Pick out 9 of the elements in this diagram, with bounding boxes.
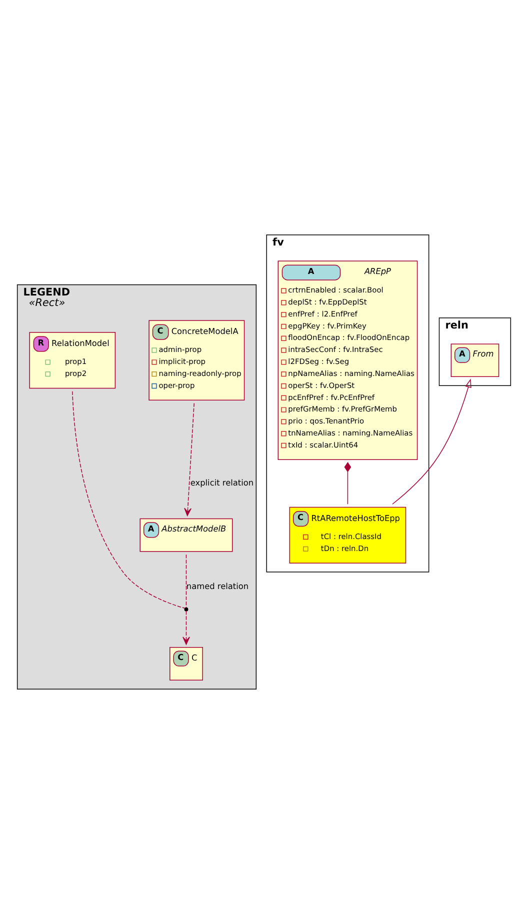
arrow: [184, 402, 194, 516]
connector: [344, 462, 352, 504]
arrow: [182, 610, 190, 645]
edge-label: named relation: [186, 580, 249, 591]
connector: [186, 554, 187, 608]
edge-label: explicit relation: [190, 478, 254, 488]
arrow: [392, 378, 472, 504]
connector: [72, 391, 186, 609]
node-circle: [184, 607, 188, 612]
